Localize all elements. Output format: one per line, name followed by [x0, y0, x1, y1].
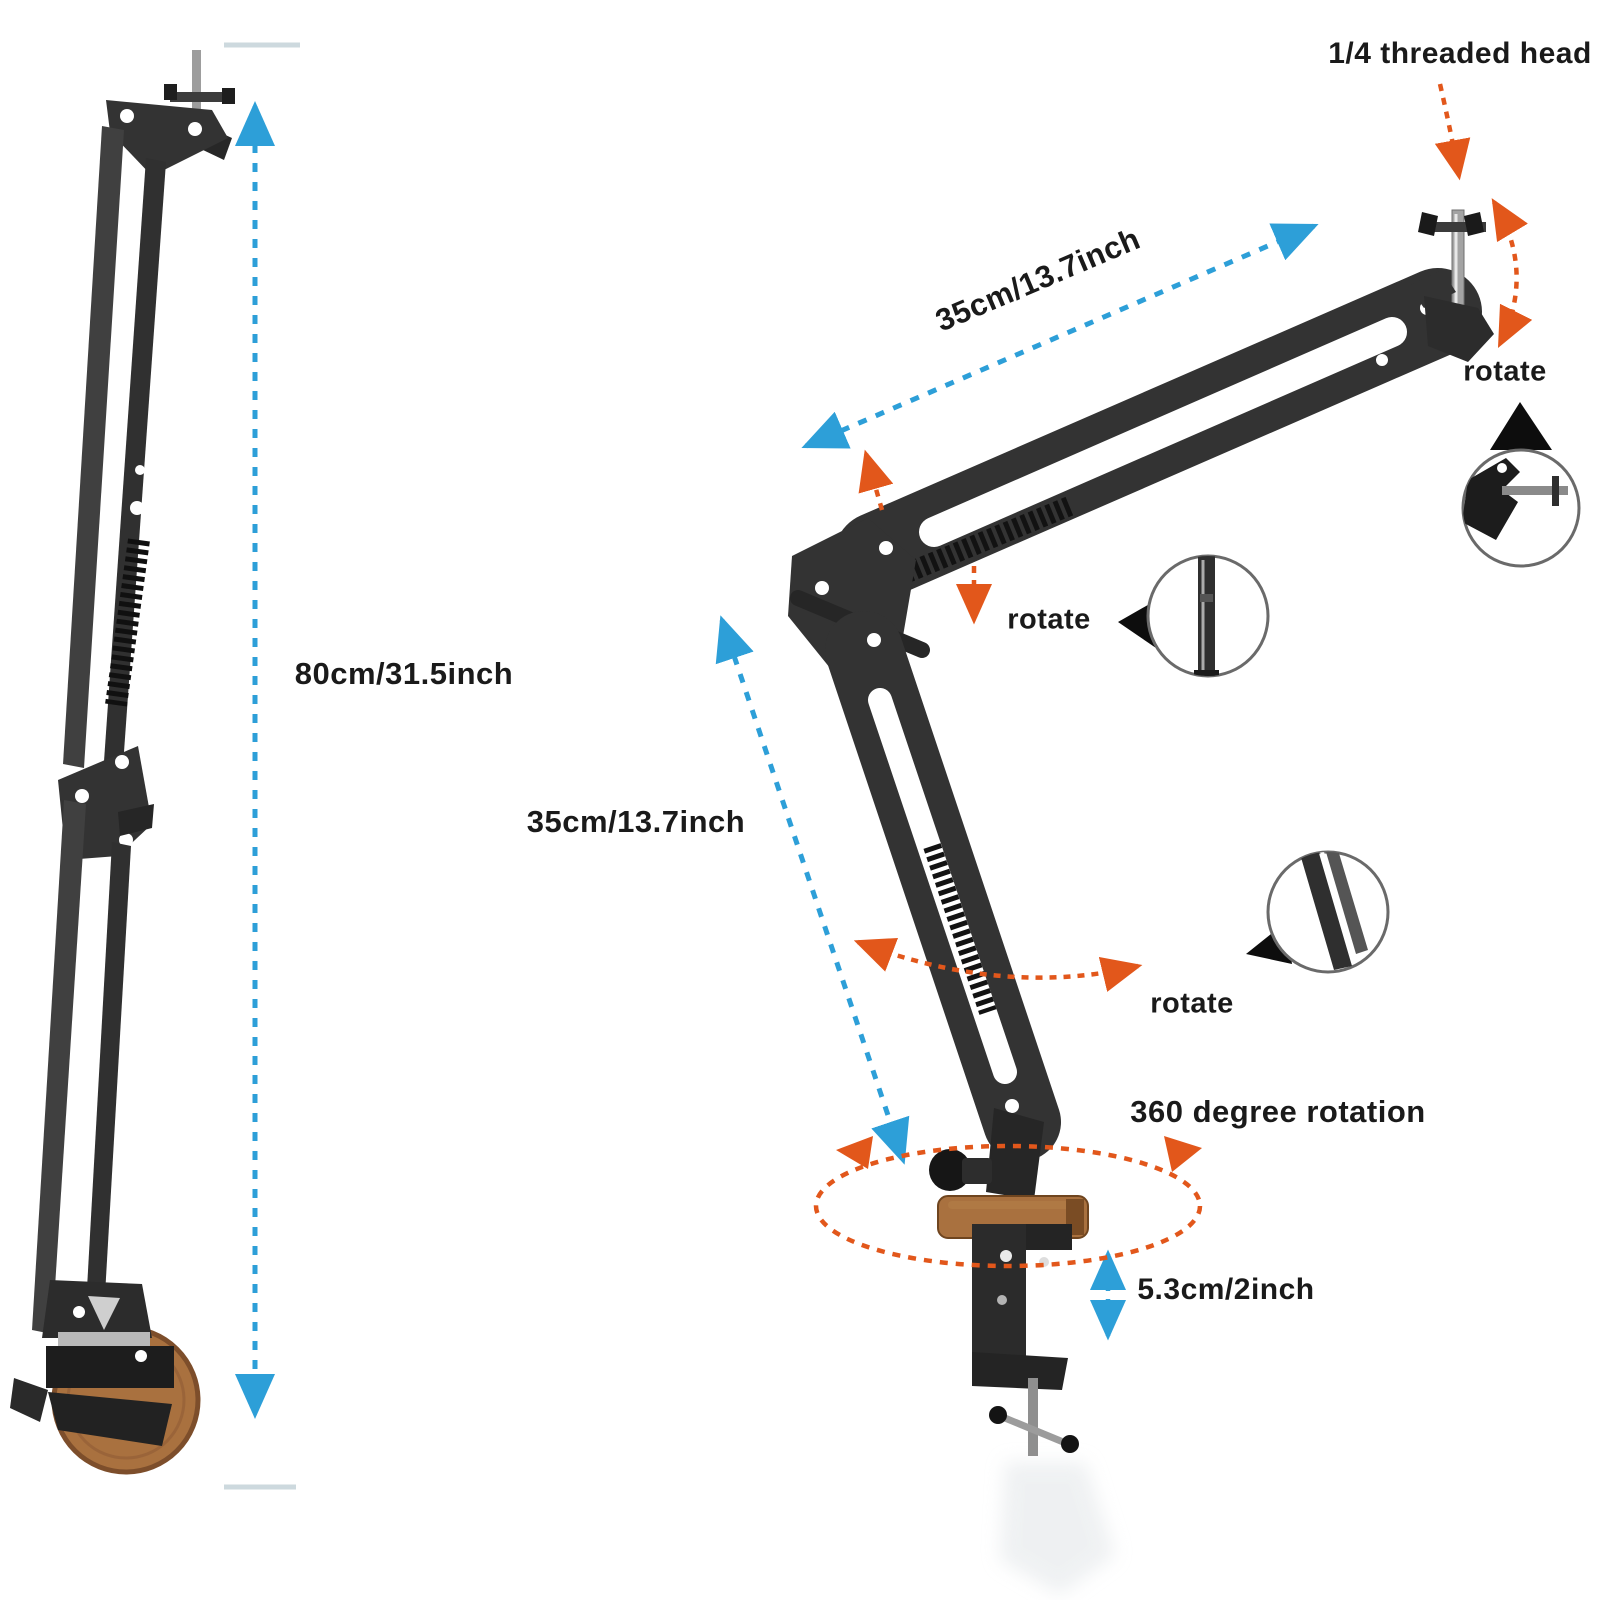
upper-arm-measure-arrow	[801, 223, 1319, 449]
label-clamp-range: 5.3cm/2inch	[1137, 1273, 1315, 1306]
callout-upper-rod	[1118, 554, 1270, 678]
callout-pointer-up-icon	[1490, 402, 1552, 450]
left-spring	[105, 538, 150, 707]
left-clamp-jaw	[48, 1392, 172, 1446]
upper-spring	[886, 495, 1076, 590]
rotation-360-ellipse	[813, 1136, 1203, 1269]
label-rotation-360: 360 degree rotation	[1130, 1094, 1426, 1129]
head-rotate-arrow	[1491, 198, 1533, 349]
head-bracket	[1424, 296, 1494, 362]
callout-threaded-head	[1461, 402, 1581, 568]
callout-lower-rod	[1246, 850, 1390, 974]
clamp-screw	[1028, 1378, 1038, 1456]
threaded-head-leader-arrow	[1434, 83, 1471, 181]
label-lower-arm-length: 35cm/13.7inch	[526, 804, 746, 839]
reflection-shadow	[1000, 1462, 1115, 1595]
extended-arm-figure	[10, 50, 235, 1475]
label-rotate-arm: rotate	[1150, 987, 1234, 1020]
label-rotate-elbow: rotate	[1007, 603, 1091, 636]
label-rotate-head: rotate	[1463, 355, 1547, 388]
label-threaded-head: 1/4 threaded head	[1328, 37, 1592, 70]
left-head-screw	[192, 50, 201, 114]
left-head-plate	[106, 100, 228, 176]
pole-holder	[986, 1108, 1044, 1200]
label-total-height: 80cm/31.5inch	[294, 656, 514, 691]
height-measure-arrow	[224, 42, 300, 1490]
elbow-rotate-arrow	[858, 449, 992, 625]
